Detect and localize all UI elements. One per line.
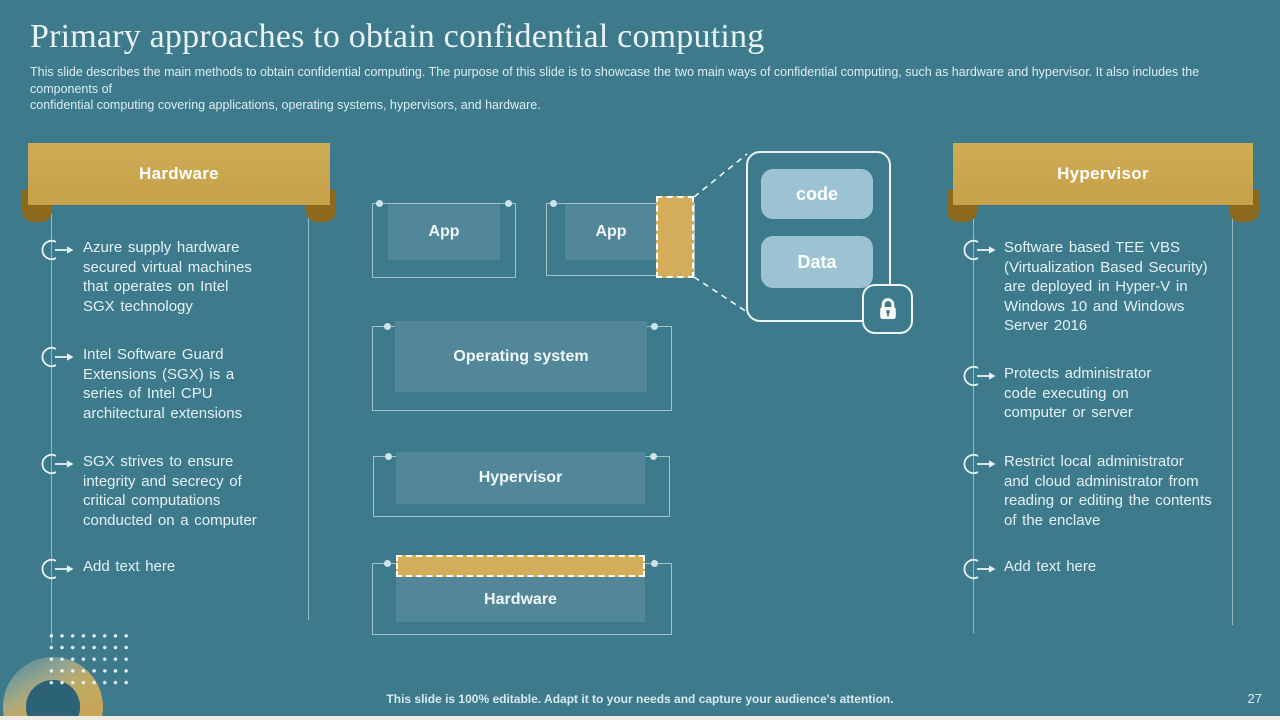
bullet-text: Software based TEE VBS (Virtualization B… <box>1004 239 1208 334</box>
hypervisor-box: Hypervisor <box>396 452 645 504</box>
bullet-arrow-icon <box>963 239 996 261</box>
bullet-text: Protects administrator code executing on… <box>1004 365 1152 421</box>
left-panel-border-right <box>308 206 309 620</box>
app1-box: App <box>388 204 500 260</box>
corner-dot <box>385 453 392 460</box>
data-label: Data <box>797 251 837 272</box>
hypervisor-label: Hypervisor <box>478 469 563 486</box>
bullet-arrow-icon <box>963 558 996 580</box>
bullet-arrow-icon <box>41 346 74 368</box>
list-item: Restrict local administrator and cloud a… <box>962 452 1224 530</box>
slide-description: This slide describes the main methods to… <box>30 65 1200 112</box>
left-panel-border-left <box>51 206 52 643</box>
enclave-container <box>746 151 891 322</box>
app2-frame <box>546 203 695 276</box>
bullet-text: SGX strives to ensure integrity and secr… <box>83 453 257 529</box>
footer-note: This slide is 100% editable. Adapt it to… <box>386 692 894 706</box>
right-panel-header-label: Hypervisor <box>1057 164 1149 183</box>
bullet-arrow-icon <box>41 239 74 261</box>
os-box: Operating system <box>395 321 647 392</box>
bullet-text: Intel Software Guard Extensions (SGX) is… <box>83 346 243 422</box>
bullet-arrow-icon <box>41 558 74 580</box>
data-box: Data <box>761 236 873 288</box>
list-item: Add text here <box>962 557 1224 581</box>
add-text-placeholder[interactable]: Add text here <box>1004 558 1097 575</box>
app2-box: App <box>565 204 657 260</box>
app1-frame <box>372 203 516 278</box>
right-panel-border-left <box>973 205 974 633</box>
corner-dot <box>505 200 512 207</box>
corner-dot <box>384 560 391 567</box>
hardware-box: Hardware <box>396 577 645 622</box>
list-item: Azure supply hardware secured virtual ma… <box>40 238 265 316</box>
connector-lines <box>693 153 748 313</box>
right-panel-border-right <box>1232 205 1233 625</box>
list-item: Protects administrator code executing on… <box>962 364 1224 423</box>
code-box: code <box>761 169 873 219</box>
page-title: Primary approaches to obtain confidentia… <box>30 18 765 55</box>
bottom-strip <box>0 716 1280 720</box>
corner-dot <box>376 200 383 207</box>
corner-dot <box>650 453 657 460</box>
hardware-highlight-bar <box>396 555 645 577</box>
enclave-highlight-bar <box>656 196 694 278</box>
hardware-label: Hardware <box>484 590 557 608</box>
corner-dot <box>651 560 658 567</box>
bullet-text: Azure supply hardware secured virtual ma… <box>83 239 252 315</box>
list-item: Software based TEE VBS (Virtualization B… <box>962 238 1224 336</box>
bullet-arrow-icon <box>963 453 996 475</box>
right-panel-header: Hypervisor <box>953 143 1253 205</box>
lock-badge <box>862 284 913 334</box>
list-item: Intel Software Guard Extensions (SGX) is… <box>40 345 265 423</box>
corner-dot <box>550 200 557 207</box>
bullet-arrow-icon <box>41 453 74 475</box>
corner-dot <box>651 323 658 330</box>
list-item: Add text here <box>40 557 265 581</box>
bullet-text: Restrict local administrator and cloud a… <box>1004 453 1212 529</box>
corner-dot <box>384 323 391 330</box>
code-label: code <box>795 183 838 204</box>
os-label: Operating system <box>453 347 589 365</box>
list-item: SGX strives to ensure integrity and secr… <box>40 452 265 530</box>
left-panel-header-label: Hardware <box>139 164 219 183</box>
lock-icon <box>879 298 896 319</box>
bullet-arrow-icon <box>963 365 996 387</box>
dot-grid-decoration <box>46 630 132 690</box>
left-panel-header: Hardware <box>28 143 330 205</box>
app1-label: App <box>428 223 460 240</box>
page-number: 27 <box>1247 691 1262 706</box>
app2-label: App <box>595 223 627 240</box>
add-text-placeholder[interactable]: Add text here <box>83 558 176 575</box>
